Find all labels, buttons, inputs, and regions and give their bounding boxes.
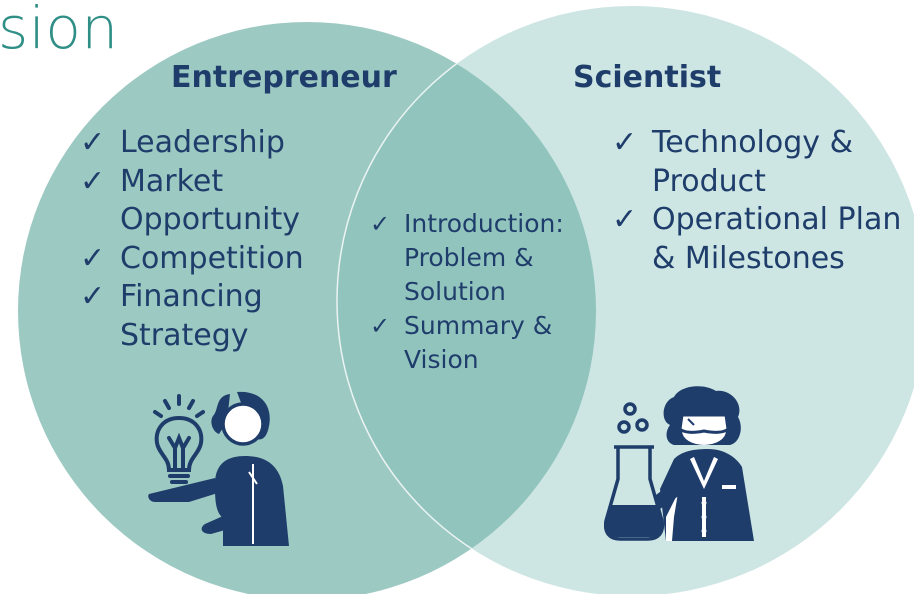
scientist-with-flask-icon — [604, 386, 754, 541]
check-icon: ✓ — [370, 210, 391, 238]
scientist-list: ✓ Technology &Product ✓ Operational Plan& … — [612, 124, 901, 278]
scientist-heading: Scientist — [573, 60, 722, 95]
list-item: ✓ Leadership — [80, 124, 304, 163]
shared-list: ✓ Introduction: Problem & Solution ✓ Summary… — [370, 207, 564, 377]
list-item-line: Technology & — [652, 125, 853, 160]
list-item-line: Opportunity — [120, 202, 301, 237]
page-title: sion — [0, 0, 119, 62]
list-item: ✓ Introduction: Problem & Solution — [370, 207, 564, 309]
check-icon: ✓ — [612, 125, 638, 160]
list-item: ✓ Technology &Product — [612, 124, 901, 201]
list-item-line: Operational Plan — [652, 202, 902, 237]
check-icon: ✓ — [80, 240, 106, 276]
list-item-line: Market — [120, 163, 224, 199]
list-item-line: Summary & — [404, 311, 553, 340]
list-item-line: Solution — [404, 277, 506, 306]
list-item-line: Product — [652, 163, 766, 199]
list-item: ✓ Operational Plan& Milestones — [612, 201, 901, 278]
scientist-circle-outline — [336, 22, 596, 594]
check-icon: ✓ — [80, 163, 106, 199]
list-item: ✓ Competition — [80, 240, 304, 279]
list-item-line: & Milestones — [652, 240, 845, 276]
overlap-region — [337, 22, 596, 594]
list-item: ✓ Summary & Vision — [370, 309, 564, 377]
list-item-line: Leadership — [120, 125, 285, 160]
list-item-line: Problem & — [404, 243, 534, 272]
list-item-line: Financing — [120, 279, 263, 314]
check-icon: ✓ — [612, 202, 638, 237]
list-item-line: Vision — [404, 345, 479, 374]
person-with-lightbulb-icon — [148, 391, 289, 546]
check-icon: ✓ — [370, 312, 391, 340]
check-icon: ✓ — [80, 279, 106, 314]
list-item-line: Strategy — [120, 317, 249, 353]
check-icon: ✓ — [80, 125, 106, 160]
entrepreneur-heading: Entrepreneur — [171, 60, 397, 95]
list-item-line: Competition — [120, 240, 304, 276]
list-item-line: Introduction: — [404, 209, 564, 238]
